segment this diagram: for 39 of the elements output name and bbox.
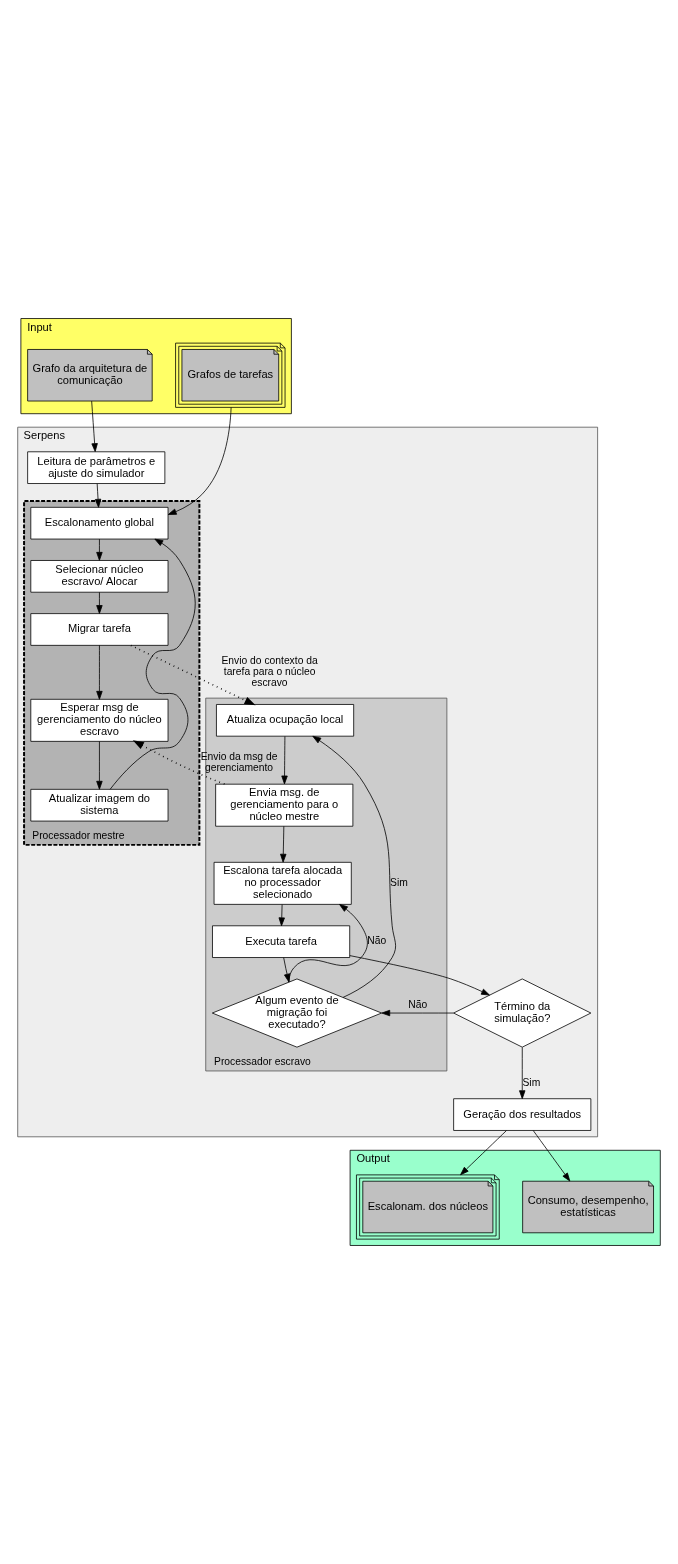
arrow — [132, 740, 226, 785]
node-box: Leitura de parâmetros e ajuste do simulador — [27, 451, 166, 484]
node-box: Envia msg. de gerenciamento para o núcleo mestre — [215, 783, 354, 827]
edge-label: Não — [367, 935, 387, 947]
arrow — [312, 735, 396, 998]
arrow — [532, 1130, 571, 1182]
arrow — [280, 825, 287, 863]
node-box: Atualiza ocupação local — [216, 704, 355, 737]
arrow — [288, 904, 368, 983]
edge-label: Envio do contexto da tarefa para o núcleo escravo — [221, 654, 318, 689]
arrow — [519, 1047, 526, 1100]
arrow — [167, 407, 232, 515]
node-box: Esperar msg de gerenciamento do núcleo escravo — [30, 698, 169, 742]
arrow — [460, 1130, 507, 1176]
edge-label: Envio da msg de gerenciamento — [200, 750, 278, 774]
node-box: Atualizar imagem do sistema — [30, 788, 169, 822]
node-box: Migrar tarefa — [30, 613, 169, 646]
edge-label: Sim — [522, 1076, 541, 1088]
arrow — [94, 483, 102, 508]
arrow — [96, 645, 103, 700]
arrow — [381, 1009, 454, 1017]
node-diamond: Algum evento de migração foi executado? — [211, 978, 382, 1048]
edge-label: Não — [408, 998, 428, 1010]
node-box: Escalonamento global — [30, 506, 169, 540]
node-diamond: Término da simulação? — [453, 978, 592, 1048]
node-box: Geração dos resultados — [453, 1098, 592, 1131]
arrow — [96, 741, 103, 790]
arrow — [96, 591, 103, 614]
arrow — [130, 644, 256, 706]
arrow — [281, 736, 288, 785]
arrow — [349, 955, 490, 996]
node-box: Executa tarefa — [212, 925, 351, 958]
edge-label: Sim — [390, 877, 408, 889]
arrow — [96, 538, 103, 561]
arrow — [278, 904, 285, 927]
arrow — [91, 400, 98, 452]
arrow — [109, 538, 196, 790]
node-box: Selecionar núcleo escravo/ Alocar — [30, 560, 169, 593]
node-box: Escalona tarefa alocada no processador selecionado — [213, 861, 352, 905]
